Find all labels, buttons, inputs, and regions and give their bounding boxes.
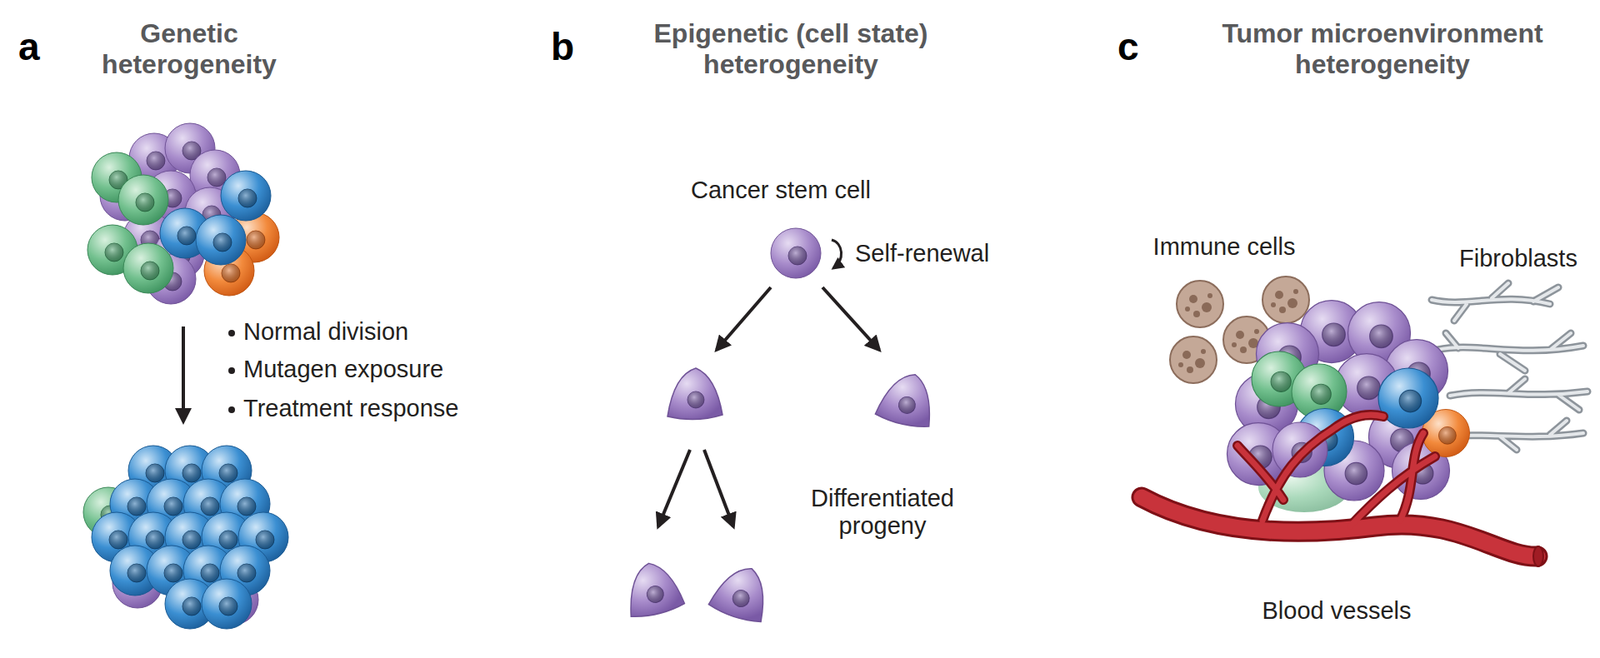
drawing-part <box>1237 415 1435 527</box>
drawing-part <box>1437 333 1584 371</box>
drawing-part <box>1141 497 1538 557</box>
annotation: Treatment response <box>243 395 459 423</box>
drawing-part <box>1141 497 1538 557</box>
cell <box>667 368 723 420</box>
drawing-part <box>831 240 842 269</box>
cell <box>201 579 252 630</box>
cell <box>874 367 941 432</box>
panel-title: Epigenetic (cell state) heterogeneity <box>640 18 941 80</box>
cell <box>707 559 777 626</box>
annotation: Normal division <box>243 318 409 346</box>
annotation: Cancer stem cell <box>690 176 871 205</box>
panel-title: Tumor microenvironment heterogeneity <box>1182 18 1583 80</box>
drawing-part <box>716 287 771 350</box>
drawing-part <box>1533 546 1544 567</box>
drawing-part <box>228 330 235 337</box>
clonal-tumor <box>83 445 289 630</box>
drawing-part <box>1141 497 1538 557</box>
drawing-part <box>1237 415 1435 527</box>
panel-letter: b <box>550 25 575 70</box>
cell <box>1170 336 1217 384</box>
annotation: Mutagen exposure <box>243 355 444 384</box>
cell <box>118 175 169 225</box>
drawing-part <box>1431 283 1559 321</box>
annotation: Fibroblasts <box>1459 245 1578 273</box>
cell <box>123 243 174 294</box>
drawing-part <box>1437 333 1584 371</box>
mixed-tumor <box>87 123 280 305</box>
cell <box>620 558 685 620</box>
cell <box>1176 280 1224 328</box>
drawing-part <box>704 450 734 527</box>
cell <box>770 228 821 279</box>
annotation: Blood vessels <box>1262 597 1412 625</box>
drawing-part <box>1450 379 1588 410</box>
drawing-part <box>822 287 880 350</box>
drawing-part <box>228 406 235 414</box>
cell <box>195 215 246 265</box>
panel-title: Genetic heterogeneity <box>64 18 315 80</box>
drawing-part <box>1450 379 1588 410</box>
drawing-part <box>658 450 690 527</box>
cell <box>1262 276 1310 324</box>
panel-letter: c <box>1117 25 1140 70</box>
drawing-part <box>1431 283 1559 321</box>
annotation: Self-renewal <box>855 240 990 268</box>
drawing-part <box>1237 415 1435 527</box>
blood-vessel <box>1141 415 1544 567</box>
annotation: Differentiated progeny <box>782 485 983 541</box>
panel-letter: a <box>18 25 40 70</box>
annotation: Immune cells <box>1153 233 1296 261</box>
cell <box>220 170 271 221</box>
drawing-part <box>1141 497 1538 557</box>
drawing-part <box>228 367 235 375</box>
drawing-part <box>181 326 185 422</box>
drawing-part <box>1237 415 1435 527</box>
